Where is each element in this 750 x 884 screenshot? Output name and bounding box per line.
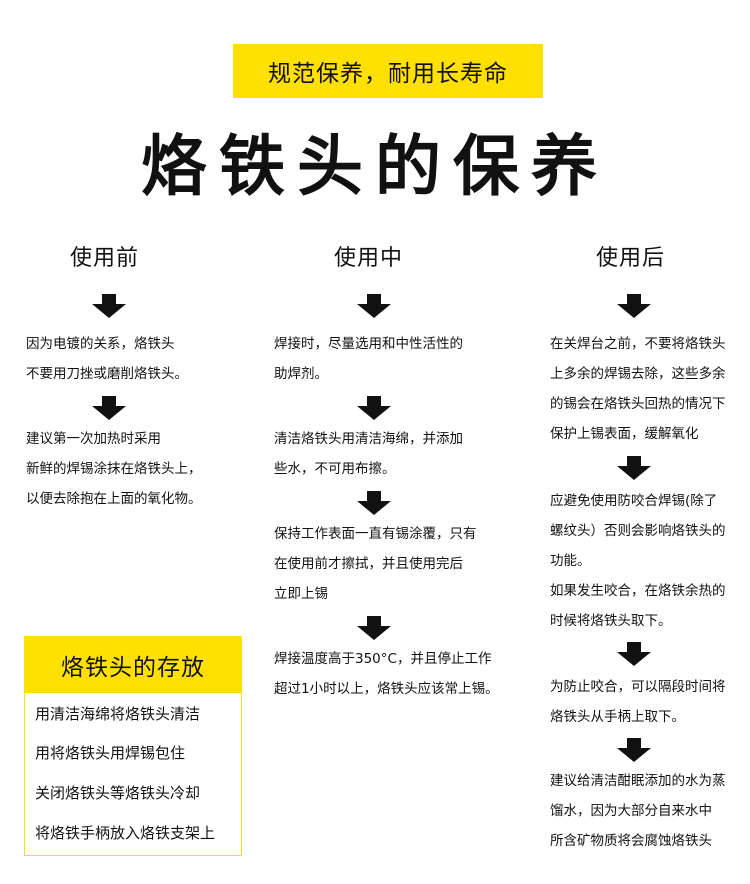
text-line: 建议给清洁酣眠添加的水为蒸 [550,773,726,789]
text-line: 为防止咬合，可以隔段时间将 [550,679,726,695]
column-heading-during: 使用中 [334,246,404,271]
text-line: 如果发生咬合，在烙铁余热的 [550,583,726,599]
down-arrow-icon [617,642,651,666]
text-line: 助焊剂。 [274,366,328,382]
before-step-1: 因为电镀的关系，烙铁头 不要用刀挫或磨削烙铁头。 [26,329,188,389]
down-arrow-icon [357,294,391,318]
storage-heading-text: 烙铁头的存放 [61,655,205,681]
storage-heading: 烙铁头的存放 [25,637,241,693]
storage-item: 将烙铁手柄放入烙铁支架上 [35,824,216,842]
down-arrow-icon [92,396,126,420]
tagline-banner: 规范保养，耐用长寿命 [233,44,543,98]
text-line: 的锡会在烙铁头回热的情况下 [550,396,726,412]
after-step-1: 在关焊台之前，不要将烙铁头 上多余的焊锡去除，这些多余 的锡会在烙铁头回热的情况… [550,329,726,449]
down-arrow-icon [617,738,651,762]
text-line: 因为电镀的关系，烙铁头 [26,336,175,352]
tagline-text: 规范保养，耐用长寿命 [268,61,508,87]
down-arrow-icon [92,294,126,318]
text-line: 在使用前才擦拭，并且使用完后 [274,556,463,572]
down-arrow-icon [617,456,651,480]
down-arrow-icon [357,396,391,420]
text-line: 螺纹头）否则会影响烙铁头的 [550,523,726,539]
during-step-1: 焊接时，尽量选用和中性活性的 助焊剂。 [274,329,463,389]
column-heading-before: 使用前 [70,246,140,271]
text-line: 功能。 [550,553,591,569]
storage-item: 用将烙铁头用焊锡包住 [35,744,186,762]
down-arrow-icon [357,616,391,640]
text-line: 上多余的焊锡去除，这些多余 [550,366,726,382]
text-line: 以便去除抱在上面的氧化物。 [26,491,202,507]
down-arrow-icon [617,294,651,318]
storage-item: 用清洁海绵将烙铁头清洁 [35,705,201,723]
text-line: 应避免使用防咬合焊锡(除了 [550,493,718,509]
text-line: 在关焊台之前，不要将烙铁头 [550,336,726,352]
column-heading-after: 使用后 [596,246,666,271]
text-line: 建议第一次加热时采用 [26,431,161,447]
text-line: 烙铁头从手柄上取下。 [550,709,685,725]
storage-item: 关闭烙铁头等烙铁头冷却 [35,784,201,802]
text-line: 保护上锡表面，缓解氧化 [550,426,699,442]
text-line: 些水，不可用布擦。 [274,461,396,477]
after-step-3: 为防止咬合，可以隔段时间将 烙铁头从手柄上取下。 [550,672,726,732]
text-line: 立即上锡 [274,586,328,602]
text-line: 清洁烙铁头用清洁海绵，并添加 [274,431,463,447]
down-arrow-icon [357,491,391,515]
during-step-3: 保持工作表面一直有锡涂覆，只有 在使用前才擦拭，并且使用完后 立即上锡 [274,519,477,609]
during-step-2: 清洁烙铁头用清洁海绵，并添加 些水，不可用布擦。 [274,424,463,484]
text-line: 焊接温度高于350°C，并且停止工作 [274,651,492,667]
text-line: 馏水，因为大部分自来水中 [550,803,712,819]
text-line: 新鲜的焊锡涂抹在烙铁头上， [26,461,202,477]
text-line: 时候将烙铁头取下。 [550,613,672,629]
page-title: 烙铁头的保养 [141,128,609,205]
after-step-4: 建议给清洁酣眠添加的水为蒸 馏水，因为大部分自来水中 所含矿物质将会腐蚀烙铁头 [550,766,726,856]
text-line: 所含矿物质将会腐蚀烙铁头 [550,833,712,849]
storage-panel: 烙铁头的存放 用清洁海绵将烙铁头清洁 用将烙铁头用焊锡包住 关闭烙铁头等烙铁头冷… [24,636,242,856]
during-step-4: 焊接温度高于350°C，并且停止工作 超过1小时以上，烙铁头应该常上锡。 [274,644,499,704]
text-line: 保持工作表面一直有锡涂覆，只有 [274,526,477,542]
text-line: 不要用刀挫或磨削烙铁头。 [26,366,188,382]
after-step-2: 应避免使用防咬合焊锡(除了 螺纹头）否则会影响烙铁头的 功能。 如果发生咬合，在… [550,486,726,636]
text-line: 超过1小时以上，烙铁头应该常上锡。 [274,681,499,697]
before-step-2: 建议第一次加热时采用 新鲜的焊锡涂抹在烙铁头上， 以便去除抱在上面的氧化物。 [26,424,202,514]
text-line: 焊接时，尽量选用和中性活性的 [274,336,463,352]
